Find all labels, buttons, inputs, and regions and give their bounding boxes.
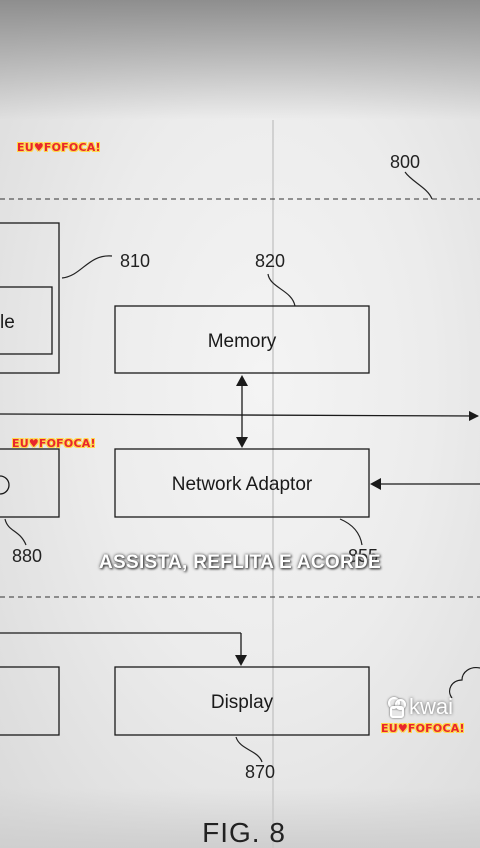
leader-855: [339, 518, 363, 546]
ref-855: 855: [348, 546, 378, 566]
fofoca-badge-3: EU♥FOFOCA!: [381, 722, 465, 735]
video-caption: ASSISTA, REFLITA E ACORDE: [99, 552, 381, 573]
badge-text-eu: EU: [12, 437, 29, 450]
ref-820: 820: [255, 251, 285, 271]
badge-text-fofoca: FOFOCA!: [43, 141, 101, 154]
fofoca-badge-2: EU♥FOFOCA!: [12, 437, 96, 450]
kwai-wordmark: kwai: [409, 694, 454, 719]
leader-820: [267, 273, 296, 307]
inner-module-box: [0, 286, 53, 355]
leader-880: [4, 518, 27, 546]
network-adaptor-box: [114, 448, 370, 518]
fofoca-badge-1: EU♥FOFOCA!: [17, 141, 101, 154]
ref-870: 870: [245, 762, 275, 782]
module-box-810: [0, 222, 60, 374]
ref-880: 880: [12, 546, 42, 566]
heart-icon: ♥: [28, 437, 39, 450]
display-box: [114, 666, 370, 736]
network-adaptor-label: Network Adaptor: [172, 474, 313, 495]
system-bus-arrow: [0, 410, 479, 421]
bottom-shadow: [0, 788, 480, 848]
display-label: Display: [211, 692, 274, 713]
leader-810: [61, 255, 113, 279]
lower-left-box: [0, 666, 60, 736]
cloud-fragment: [449, 667, 480, 699]
ref-800: 800: [390, 152, 420, 172]
kwai-logo-icon: [388, 697, 406, 718]
badge-text-eu: EU: [17, 141, 34, 154]
arrow-display-head: [235, 655, 247, 666]
arrow-left-head: [370, 478, 381, 490]
arrow-down-head: [236, 437, 248, 448]
badge-text-eu: EU: [381, 722, 398, 735]
badge-text-fofoca: FOFOCA!: [38, 437, 96, 450]
memory-box: [114, 305, 370, 374]
component-box-880: [0, 448, 60, 518]
kwai-watermark: kwai: [388, 694, 453, 720]
leader-870: [235, 736, 263, 763]
leader-800: [404, 171, 433, 200]
memory-label: Memory: [208, 331, 277, 352]
arrow-up-head: [236, 375, 248, 386]
component-partial-symbol: [0, 475, 10, 495]
ref-810: 810: [120, 251, 150, 271]
top-shadow: [0, 0, 480, 120]
module-label-partial: le: [0, 312, 15, 333]
heart-icon: ♥: [397, 722, 408, 735]
figure-label: FIG. 8: [202, 817, 286, 848]
heart-icon: ♥: [33, 141, 44, 154]
badge-text-fofoca: FOFOCA!: [407, 722, 465, 735]
